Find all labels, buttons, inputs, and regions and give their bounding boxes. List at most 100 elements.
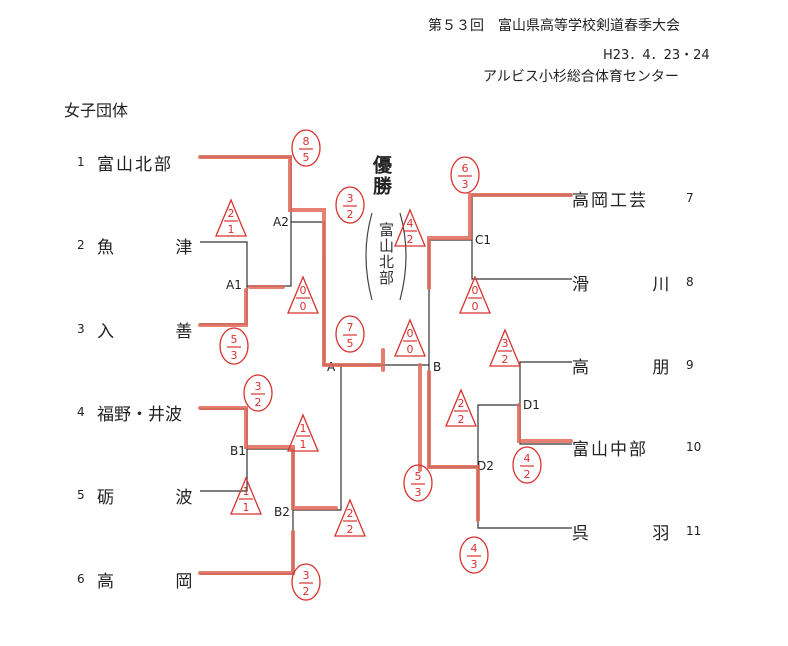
score-bottom: 2 bbox=[502, 353, 509, 366]
champion-bracket bbox=[365, 212, 407, 301]
champion-label: 優勝 bbox=[370, 155, 392, 197]
score-top: 0 bbox=[407, 327, 414, 340]
score-top: 3 bbox=[303, 569, 310, 582]
champion-paren-right bbox=[399, 212, 407, 301]
team-name-namerikawa: 滑 川 bbox=[572, 275, 672, 295]
score-triangle bbox=[287, 275, 319, 314]
bracket-line bbox=[200, 510, 294, 575]
score-triangle bbox=[445, 388, 477, 427]
score-bottom: 0 bbox=[407, 343, 414, 356]
event-title: 第５３回 富山県高等学校剣道春季大会 bbox=[428, 18, 680, 34]
score-top: 4 bbox=[407, 217, 414, 230]
score-triangle bbox=[287, 413, 319, 452]
bracket-line bbox=[200, 449, 248, 492]
team-seed: 6 bbox=[77, 572, 85, 586]
bracket-line bbox=[200, 156, 341, 366]
score-top: 7 bbox=[347, 321, 354, 334]
score-bottom: 1 bbox=[228, 223, 235, 236]
score-mark: 63 bbox=[450, 156, 480, 194]
score-bottom: 2 bbox=[347, 523, 354, 536]
winner-line bbox=[198, 406, 338, 510]
winner-line bbox=[427, 193, 573, 290]
winner-path-highlights bbox=[198, 155, 573, 575]
match-label-d1: D1 bbox=[523, 398, 540, 412]
score-circle bbox=[243, 374, 273, 412]
score-circle bbox=[403, 464, 433, 502]
score-triangle bbox=[230, 476, 262, 515]
score-circle bbox=[335, 315, 365, 353]
team-name-uozu: 魚 津 bbox=[97, 238, 195, 258]
score-bottom: 1 bbox=[300, 438, 307, 451]
score-top: 1 bbox=[243, 485, 250, 498]
team-name-toyama-chubu: 富山中部 bbox=[572, 440, 648, 460]
team-name-koho: 高 朋 bbox=[572, 358, 672, 378]
score-bottom: 2 bbox=[458, 413, 465, 426]
score-top: 2 bbox=[228, 207, 235, 220]
team-seed: 8 bbox=[686, 275, 694, 289]
match-label-a1: A1 bbox=[226, 278, 242, 292]
score-top: 3 bbox=[347, 192, 354, 205]
event-date: H23．4．23・24 bbox=[603, 48, 710, 63]
team-name-tonami: 砺 波 bbox=[97, 488, 195, 508]
bracket-line bbox=[200, 222, 292, 287]
event-venue: アルビス小杉総合体育センター bbox=[483, 69, 679, 85]
score-top: 2 bbox=[347, 507, 354, 520]
score-bottom: 2 bbox=[303, 585, 310, 598]
team-seed: 3 bbox=[77, 322, 85, 336]
team-name-nyuzen: 入 善 bbox=[97, 322, 195, 342]
score-top: 3 bbox=[255, 380, 262, 393]
team-seed: 2 bbox=[77, 238, 85, 252]
score-mark: 00 bbox=[394, 318, 426, 357]
score-bottom: 5 bbox=[303, 151, 310, 164]
team-name-takaoka-kogei: 高岡工芸 bbox=[572, 191, 648, 211]
score-triangle bbox=[334, 498, 366, 537]
score-top: 1 bbox=[300, 422, 307, 435]
score-mark: 32 bbox=[291, 563, 321, 601]
score-bottom: 3 bbox=[471, 558, 478, 571]
score-bottom: 1 bbox=[243, 501, 250, 514]
score-mark: 75 bbox=[335, 315, 365, 353]
score-mark: 32 bbox=[489, 328, 521, 367]
team-seed: 11 bbox=[686, 524, 702, 538]
score-circle bbox=[459, 536, 489, 574]
score-top: 4 bbox=[471, 542, 478, 555]
team-name-takaoka: 高 岡 bbox=[97, 572, 195, 592]
winner-line bbox=[198, 288, 248, 327]
score-mark: 22 bbox=[334, 498, 366, 537]
score-mark: 11 bbox=[287, 413, 319, 452]
team-seed: 5 bbox=[77, 488, 85, 502]
team-name-fukuno-inami: 福野・井波 bbox=[97, 405, 182, 425]
score-circle bbox=[512, 446, 542, 484]
bracket-line bbox=[471, 240, 572, 280]
match-label-a2: A2 bbox=[273, 215, 289, 229]
winner-line bbox=[198, 530, 295, 575]
score-top: 5 bbox=[231, 333, 238, 346]
score-mark: 21 bbox=[215, 198, 247, 237]
score-bottom: 3 bbox=[231, 349, 238, 362]
score-mark: 11 bbox=[230, 476, 262, 515]
match-label-b1: B1 bbox=[230, 444, 246, 458]
score-triangle bbox=[489, 328, 521, 367]
score-top: 3 bbox=[502, 337, 509, 350]
score-top: 0 bbox=[472, 284, 479, 297]
score-triangle bbox=[459, 275, 491, 314]
match-label-d2: D2 bbox=[477, 459, 494, 473]
score-top: 5 bbox=[415, 470, 422, 483]
score-triangle bbox=[394, 318, 426, 357]
score-circle bbox=[335, 186, 365, 224]
champion-team: 富山北部 bbox=[377, 222, 395, 286]
match-label-b2: B2 bbox=[274, 505, 290, 519]
score-top: 6 bbox=[462, 162, 469, 175]
team-seed: 4 bbox=[77, 405, 85, 419]
score-top: 2 bbox=[458, 397, 465, 410]
score-mark: 85 bbox=[291, 129, 321, 167]
score-mark: 00 bbox=[459, 275, 491, 314]
division-title: 女子団体 bbox=[64, 101, 129, 120]
score-circle bbox=[450, 156, 480, 194]
score-bottom: 2 bbox=[407, 233, 414, 246]
bracket-line bbox=[519, 405, 572, 445]
score-circle bbox=[291, 129, 321, 167]
match-label-b: B bbox=[433, 360, 442, 374]
